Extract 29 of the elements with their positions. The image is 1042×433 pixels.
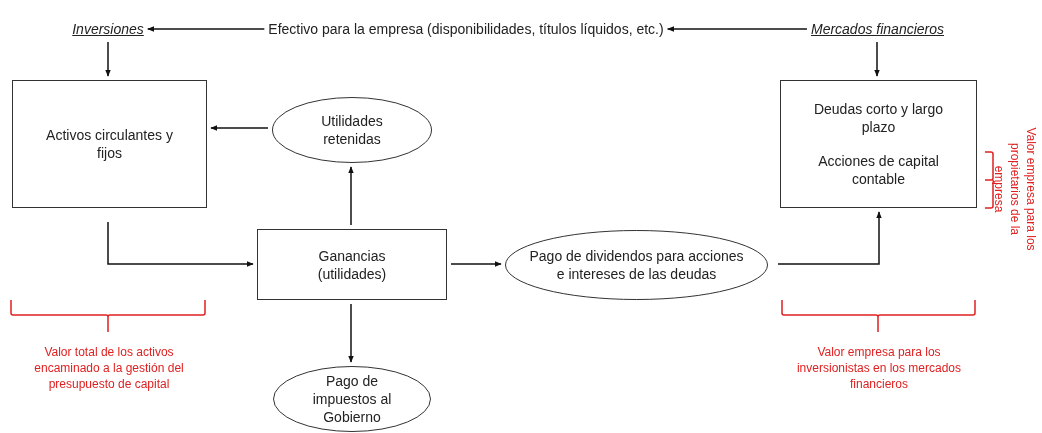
arrow: [874, 41, 880, 77]
arrow: [777, 211, 882, 265]
process-box: [257, 229, 447, 300]
arrow: [348, 303, 354, 363]
node-text: Deudas corto y largo plazo: [812, 100, 945, 136]
node-text: Ganancias (utilidades): [316, 246, 388, 283]
process-box: [780, 80, 977, 208]
node-text: Utilidades retenidas: [320, 112, 384, 148]
heading-text: Efectivo para la empresa (disponibilidades, títulos líquidos, etc.): [268, 20, 664, 38]
process-box: [12, 80, 207, 208]
arrow: [210, 125, 269, 131]
process-ellipse: [273, 366, 431, 432]
annotation-text: Valor total de los activos encaminado a la gestión del presupuesto de capital: [33, 344, 185, 392]
arrow: [105, 41, 111, 77]
process-ellipse: [272, 97, 432, 163]
node-text: Acciones de capital contable: [817, 152, 940, 188]
arrow: [107, 221, 254, 267]
arrow: [450, 261, 502, 267]
node-text: Pago de dividendos para acciones e intereses de las deudas: [528, 247, 745, 283]
arrow: [147, 26, 266, 32]
process-ellipse: [505, 230, 768, 300]
node-text: Pago de impuestos al Gobierno: [311, 372, 393, 426]
annotation-text: Valor empresa para los inversionistas en los mercados financieros: [795, 344, 963, 392]
arrow: [348, 166, 354, 226]
node-text: Activos circulantes y fijos: [45, 126, 174, 162]
annotation-text: Valor empresa para los propietarios de la empresa: [991, 126, 1039, 253]
heading-text: Mercados financieros: [810, 20, 945, 38]
heading-text: Inversiones: [72, 20, 144, 38]
arrow: [666, 26, 808, 32]
